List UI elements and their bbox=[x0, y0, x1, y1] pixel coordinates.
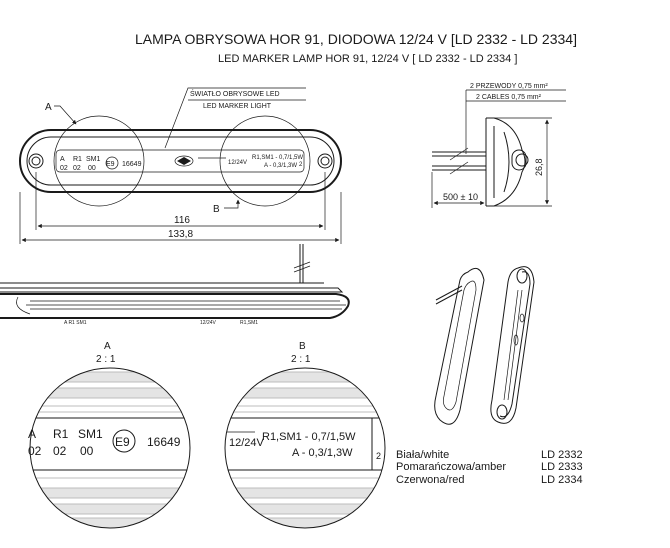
detail-b-a-power: A - 0,3/1,3W bbox=[292, 447, 353, 459]
detail-a-mark-a-code: 02 bbox=[28, 444, 42, 458]
top-view: A R1 SM1 02 02 00 E9 16649 12/24V R1,SM1… bbox=[19, 87, 342, 244]
top-mark-voltage: 12/24V bbox=[228, 160, 247, 166]
callout-english: LED MARKER LIGHT bbox=[203, 103, 272, 110]
callout-polish: ŚWIATŁO OBRYSOWE LED bbox=[190, 89, 280, 98]
detail-a-mark-sm1-code: 00 bbox=[80, 444, 94, 458]
dim-height: 26,8 bbox=[534, 158, 544, 176]
variants-table: Biała/white LD 2332 Pomarańczowa/amber L… bbox=[396, 449, 583, 486]
variant-color: Pomarańczowa/amber bbox=[396, 461, 506, 473]
cable-english: 2 CABLES 0,75 mm² bbox=[476, 94, 542, 101]
top-mark-num: 2 bbox=[299, 162, 303, 168]
detail-b-r1sm1: R1,SM1 - 0,7/1,5W bbox=[262, 431, 356, 443]
detail-b-num: 2 bbox=[376, 451, 381, 461]
top-label-b: B bbox=[213, 204, 220, 215]
top-mark-a: A bbox=[60, 156, 65, 163]
variant-row: Biała/white LD 2332 bbox=[396, 449, 583, 461]
detail-b-scale: 2 : 1 bbox=[291, 354, 311, 365]
variant-color: Czerwona/red bbox=[396, 474, 464, 486]
top-mark-r1: R1 bbox=[73, 156, 82, 163]
detail-a-mark-a: A bbox=[28, 427, 36, 441]
detail-a-mark-approval: 16649 bbox=[147, 435, 181, 449]
svg-text:A R1 SM1: A R1 SM1 bbox=[64, 320, 87, 326]
detail-a-scale: 2 : 1 bbox=[96, 354, 116, 365]
dim-cable-length: 500 ± 10 bbox=[443, 192, 478, 202]
side-view: 2 PRZEWODY 0,75 mm² 2 CABLES 0,75 mm² 26… bbox=[431, 83, 566, 208]
top-mark-approval: 16649 bbox=[122, 161, 142, 168]
cable-polish: 2 PRZEWODY 0,75 mm² bbox=[470, 83, 548, 90]
detail-a-mark-e9: E9 bbox=[115, 435, 130, 449]
dim-116: 116 bbox=[174, 215, 190, 226]
detail-a-label: A bbox=[104, 341, 111, 352]
edge-view: A R1 SM1 12/24V R1,SM1 bbox=[0, 244, 350, 326]
variant-row: Pomarańczowa/amber LD 2333 bbox=[396, 461, 583, 473]
top-label-a: A bbox=[45, 102, 52, 113]
detail-a-mark-sm1: SM1 bbox=[78, 427, 103, 441]
variant-color: Biała/white bbox=[396, 449, 449, 461]
title-polish: LAMPA OBRYSOWA HOR 91, DIODOWA 12/24 V [… bbox=[135, 31, 577, 47]
svg-text:R1,SM1: R1,SM1 bbox=[240, 320, 258, 326]
detail-b-voltage: 12/24V bbox=[229, 437, 265, 449]
variant-code: LD 2333 bbox=[541, 461, 583, 473]
title-english: LED MARKER LAMP HOR 91, 12/24 V [ LD 233… bbox=[218, 53, 517, 65]
top-mark-r1-code: 02 bbox=[73, 165, 81, 172]
detail-b-label: B bbox=[299, 341, 306, 352]
detail-a-mark-r1-code: 02 bbox=[53, 444, 67, 458]
detail-a-mark-r1: R1 bbox=[53, 427, 69, 441]
top-mark-a-code: 02 bbox=[60, 165, 68, 172]
top-mark-e9: E9 bbox=[106, 161, 115, 168]
logo-icon bbox=[174, 155, 194, 167]
isometric-views bbox=[434, 266, 535, 425]
detail-a: A 2 : 1 A R1 SM1 02 02 00 E9 16649 bbox=[28, 341, 191, 529]
svg-text:12/24V: 12/24V bbox=[200, 320, 217, 326]
variant-code: LD 2332 bbox=[541, 449, 583, 461]
variant-code: LD 2334 bbox=[541, 474, 583, 486]
variant-row: Czerwona/red LD 2334 bbox=[396, 474, 583, 486]
top-mark-r1sm1: R1,SM1 - 0,7/1,5W bbox=[252, 155, 303, 161]
dim-133-8: 133,8 bbox=[168, 229, 193, 240]
top-mark-a-power: A - 0,3/1,3W bbox=[264, 163, 297, 169]
top-mark-sm1: SM1 bbox=[86, 156, 101, 163]
top-mark-sm1-code: 00 bbox=[88, 165, 96, 172]
detail-b: B 2 : 1 12/24V R1,SM1 - 0,7/1,5W A - 0,3… bbox=[224, 341, 386, 529]
